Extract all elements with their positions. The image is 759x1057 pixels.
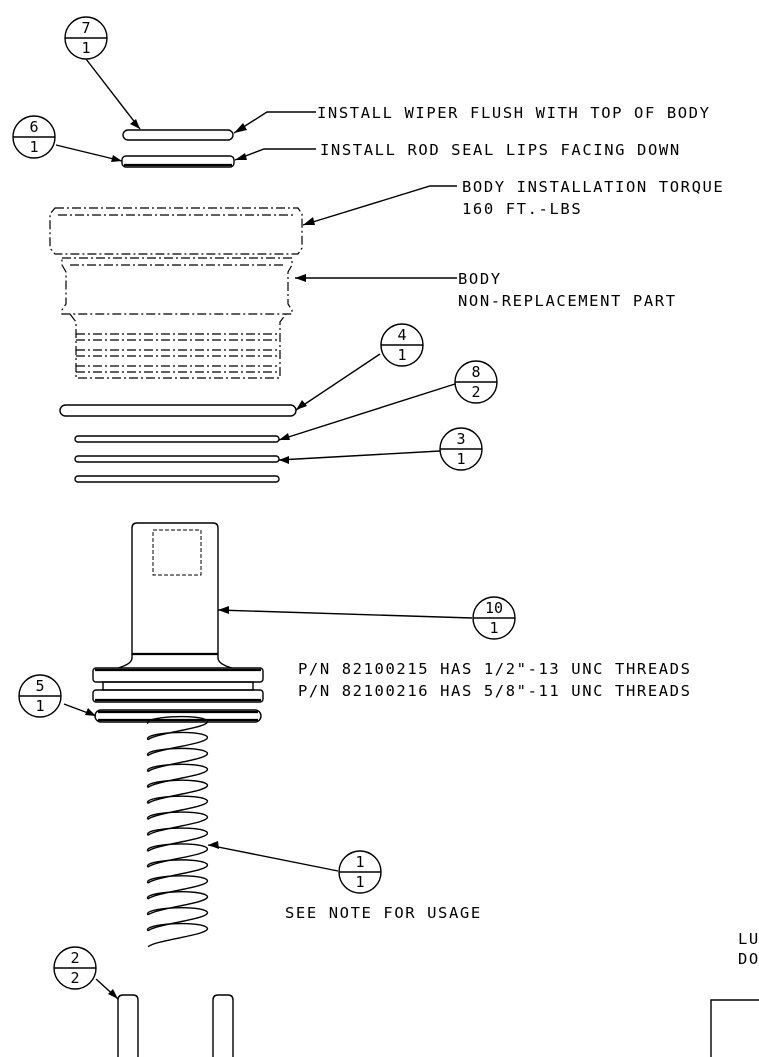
- balloon-8-item: 8: [471, 363, 480, 381]
- balloon-10-item: 10: [485, 599, 503, 617]
- balloon-1-qty: 1: [355, 873, 364, 891]
- body-note-line2: NON-REPLACEMENT PART: [458, 292, 677, 310]
- torque-note-line1: BODY INSTALLATION TORQUE: [462, 178, 724, 196]
- arrowheads: [85, 119, 315, 999]
- rod-seal-part: [121, 155, 235, 168]
- o-ring-part: [59, 404, 297, 417]
- rod-seal-note: INSTALL ROD SEAL LIPS FACING DOWN: [320, 141, 681, 159]
- partial-note-line1: LU: [738, 930, 759, 948]
- balloon-7-qty: 1: [81, 39, 90, 57]
- balloon-8-qty: 2: [471, 383, 480, 401]
- piston-rod-part: [92, 522, 264, 703]
- balloon-5-item: 5: [35, 677, 44, 695]
- balloon-3: 3 1: [439, 427, 483, 471]
- balloon-10: 10 1: [472, 596, 516, 640]
- spring-coil: [147, 922, 208, 948]
- balloon-6: 6 1: [12, 115, 56, 159]
- balloon-6-qty: 1: [29, 138, 38, 156]
- balloon-5: 5 1: [18, 674, 62, 718]
- body-note-line1: BODY: [458, 270, 502, 288]
- balloon-2-item: 2: [70, 949, 79, 967]
- spring-usage-note: SEE NOTE FOR USAGE: [285, 904, 482, 922]
- part-number-note-line1: P/N 82100215 HAS 1/2"-13 UNC THREADS: [298, 660, 692, 678]
- body-part: [49, 207, 303, 379]
- part-number-note-line2: P/N 82100216 HAS 5/8"-11 UNC THREADS: [298, 682, 692, 700]
- backup-rings-part: [74, 435, 280, 483]
- balloon-4: 4 1: [380, 323, 424, 367]
- balloon-8: 8 2: [454, 360, 498, 404]
- balloon-7: 7 1: [64, 16, 108, 60]
- partial-frame: [710, 999, 759, 1057]
- partial-note-line2: DO: [738, 950, 759, 968]
- balloon-4-qty: 1: [397, 346, 406, 364]
- balloon-3-item: 3: [456, 430, 465, 448]
- balloon-1: 1 1: [338, 850, 382, 894]
- leader-lines: [55, 58, 473, 1000]
- wiper-part: [122, 129, 234, 141]
- balloon-4-item: 4: [397, 326, 406, 344]
- spring-part: [147, 715, 208, 948]
- balloon-2: 2 2: [53, 946, 97, 990]
- balloon-2-qty: 2: [70, 969, 79, 987]
- balloon-7-item: 7: [81, 19, 90, 37]
- wiper-note: INSTALL WIPER FLUSH WITH TOP OF BODY: [317, 104, 711, 122]
- pins-part: [117, 994, 234, 1057]
- balloon-5-qty: 1: [35, 697, 44, 715]
- balloon-10-qty: 1: [489, 619, 498, 637]
- balloon-6-item: 6: [29, 118, 38, 136]
- balloon-3-qty: 1: [456, 450, 465, 468]
- torque-note-line2: 160 FT.-LBS: [462, 200, 582, 218]
- balloon-1-item: 1: [355, 853, 364, 871]
